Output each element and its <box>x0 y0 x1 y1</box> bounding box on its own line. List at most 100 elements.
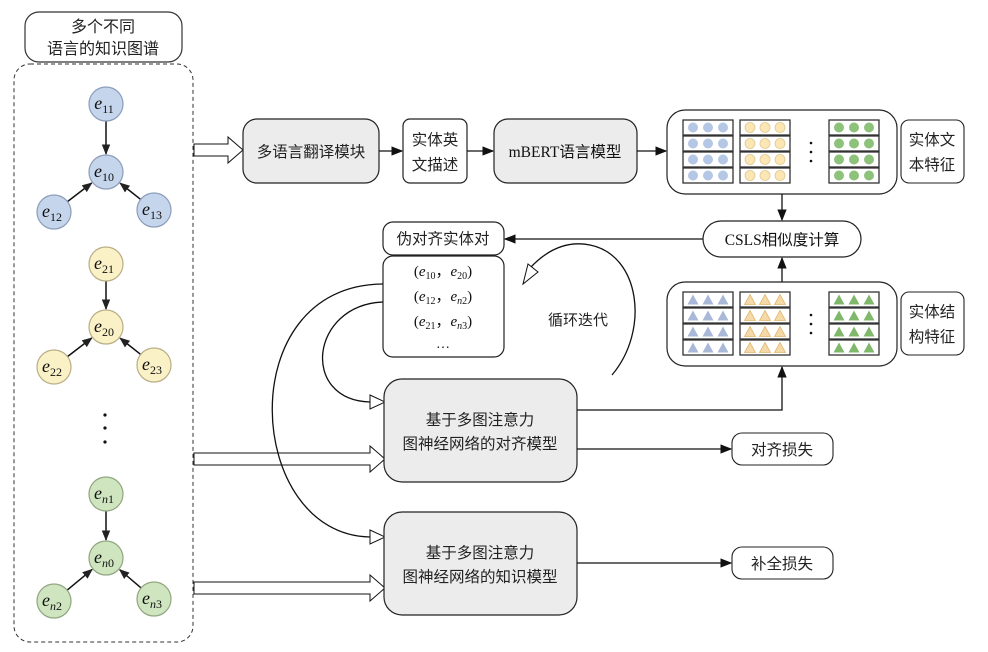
entity-node[interactable]: e20 <box>88 309 124 345</box>
feature-dot <box>849 122 859 133</box>
feature-triangle <box>758 309 772 321</box>
feature-triangle <box>687 294 699 305</box>
entity-node[interactable]: en1 <box>88 476 124 512</box>
feature-dot <box>703 170 713 181</box>
feature-dot <box>834 138 844 149</box>
edge-left-to-center <box>66 568 93 591</box>
kg-title-line1: 多个不同 <box>71 17 135 36</box>
entity-node[interactable]: e11 <box>88 86 124 122</box>
struct-feature-label-box: 实体结 构特征 <box>900 291 965 356</box>
feature-triangle <box>758 341 772 353</box>
mbert-module: mBERT语言模型 <box>493 118 638 184</box>
feature-triangle <box>687 326 699 337</box>
feature-dot <box>718 170 728 181</box>
text-feature-line2: 本特征 <box>909 156 956 174</box>
feature-triangle <box>702 294 714 305</box>
edge-right-to-center <box>119 337 142 356</box>
feature-triangle <box>833 310 845 321</box>
curve-pairs-to-align-model <box>321 301 384 403</box>
feature-triangle <box>717 310 729 321</box>
feature-triangle <box>743 309 757 321</box>
feature-dot <box>688 122 698 133</box>
struct-feature-ellipsis <box>809 313 813 335</box>
feature-matrix-kg1 <box>682 119 734 184</box>
feature-triangle <box>833 326 845 337</box>
feature-triangle <box>717 342 729 353</box>
mbert-module-label: mBERT语言模型 <box>509 143 622 161</box>
feature-triangle <box>773 309 787 321</box>
entity-label: en3 <box>142 588 162 611</box>
pseudo-pairs-title-box: 伪对齐实体对 <box>382 221 505 256</box>
entity-description-line1: 实体英 <box>412 131 459 149</box>
entity-label: e22 <box>42 356 62 379</box>
feature-dot <box>864 170 874 181</box>
feature-dot <box>834 154 844 165</box>
feature-triangle <box>848 342 860 353</box>
feature-dot <box>774 138 786 149</box>
feature-dot <box>834 170 844 181</box>
entity-label: en2 <box>42 590 62 613</box>
kg-container <box>13 63 194 643</box>
feature-dot <box>759 154 771 165</box>
kg-title-line2: 语言的知识图谱 <box>47 39 159 58</box>
entity-label: e13 <box>142 199 162 222</box>
feature-dot <box>688 154 698 165</box>
entity-node[interactable]: e21 <box>88 246 124 282</box>
feature-triangle <box>833 294 845 305</box>
entity-label: e20 <box>94 316 114 339</box>
text-feature-label-box: 实体文 本特征 <box>900 119 965 184</box>
entity-label: e21 <box>94 253 114 276</box>
curve-pairs-to-knowledge-model <box>271 283 384 538</box>
feature-dot <box>759 170 771 181</box>
feature-triangle <box>687 342 699 353</box>
entity-node[interactable]: e10 <box>88 154 124 190</box>
feature-dot <box>703 138 713 149</box>
open-arrowhead-knowledge <box>369 529 387 545</box>
feature-triangle <box>863 326 875 337</box>
feature-triangle <box>863 310 875 321</box>
feature-triangle <box>687 310 699 321</box>
completion-loss-box: 补全损失 <box>731 546 834 580</box>
iteration-label: 循环迭代 <box>548 311 608 329</box>
edge-right-to-center <box>119 182 142 201</box>
struct-feature-matrices <box>682 291 880 356</box>
feature-dot <box>849 154 859 165</box>
edge-left-to-center <box>67 337 93 358</box>
entity-node[interactable]: e22 <box>36 349 72 385</box>
feature-triangle <box>863 342 875 353</box>
hollow-arrow-to-align-model <box>193 444 386 474</box>
struct-feature-line2: 构特征 <box>909 328 956 346</box>
entity-node[interactable]: en0 <box>88 540 124 576</box>
csls-module-label: CSLS相似度计算 <box>725 230 840 249</box>
feature-dot <box>774 154 786 165</box>
alignment-model: 基于多图注意力 图神经网络的对齐模型 <box>383 378 578 483</box>
kg-title-box: 多个不同 语言的知识图谱 <box>24 11 183 63</box>
pseudo-pair: (e10，e20) <box>414 264 472 282</box>
entity-label: e11 <box>94 93 114 116</box>
feature-triangle <box>702 310 714 321</box>
feature-triangle <box>717 326 729 337</box>
pseudo-pairs-title: 伪对齐实体对 <box>396 230 489 248</box>
entity-label: e12 <box>42 201 62 224</box>
knowledge-model-line2: 图神经网络的知识模型 <box>402 568 557 586</box>
pseudo-pair: (e12，en2) <box>414 289 472 307</box>
feature-dot <box>849 138 859 149</box>
feature-triangle <box>848 326 860 337</box>
entity-node[interactable]: e12 <box>36 194 72 230</box>
entity-node[interactable]: en3 <box>136 581 172 617</box>
translation-module: 多语言翻译模块 <box>242 118 380 184</box>
feature-matrix-kgn <box>828 291 880 356</box>
entity-node[interactable]: e23 <box>136 347 172 383</box>
knowledge-graphs: e11 e10 e12 e13 e21 e20 e22 e23 en1 en0 en2 en3 <box>36 86 172 619</box>
alignment-model-line1: 基于多图注意力 <box>426 410 535 429</box>
translation-module-label: 多语言翻译模块 <box>257 143 366 161</box>
entity-node[interactable]: e13 <box>136 192 172 228</box>
hollow-arrow-to-translation <box>193 135 244 165</box>
entity-node[interactable]: en2 <box>36 583 72 619</box>
iteration-cycle: 循环迭代 <box>522 243 636 376</box>
feature-triangle <box>702 342 714 353</box>
alignment-loss-box: 对齐损失 <box>731 432 834 466</box>
entity-label: en0 <box>94 547 114 570</box>
feature-dot <box>744 154 756 165</box>
